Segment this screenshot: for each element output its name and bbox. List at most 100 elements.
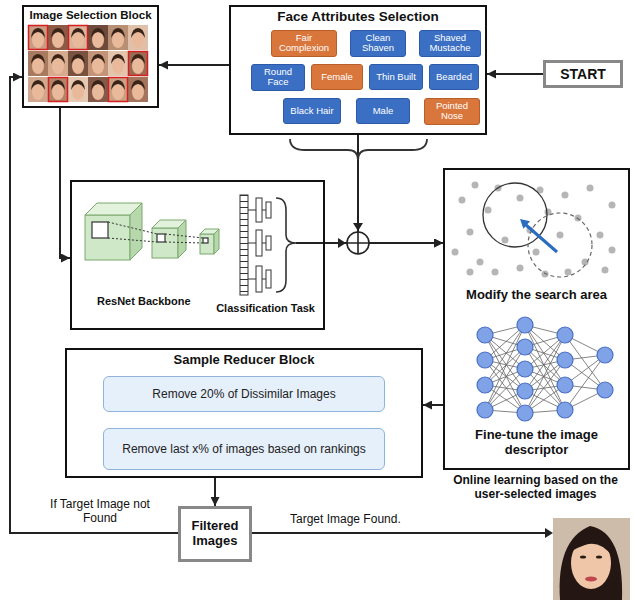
target-face-photo (580, 556, 586, 559)
search-area-plot (452, 182, 616, 278)
resnet-cube (130, 203, 142, 260)
neural-network (597, 347, 613, 363)
face-thumbnail (108, 25, 128, 50)
search-area-plot (526, 225, 557, 252)
face-thumbnail (128, 77, 148, 102)
resnet-cube (85, 203, 219, 260)
search-area-plot (483, 183, 547, 247)
neural-network (477, 352, 493, 368)
search-area-plot (472, 182, 479, 189)
classification-layer (266, 270, 271, 288)
combine-symbol (353, 223, 363, 231)
resnet-cube (214, 229, 219, 254)
attribute-chip: Fair Complexion (271, 30, 337, 57)
node-text: Remove 20% of Dissimilar Images (152, 387, 335, 401)
neural-network (477, 327, 493, 343)
search-area-plot (609, 202, 616, 209)
search-area-plot (528, 213, 592, 277)
search-area-plot (477, 259, 484, 266)
part-label: ResNet Backbone (97, 295, 191, 307)
attribute-chip: Pointed Nose (424, 98, 480, 125)
block-heading: Online learning based on the user-select… (439, 474, 632, 502)
kernel-projection (108, 222, 203, 243)
neural-network (485, 325, 605, 413)
attribute-bracket (290, 139, 427, 160)
node-text: Pointed Nose (428, 101, 476, 122)
attribute-chip: Male (356, 98, 410, 124)
face-thumbnail (128, 51, 148, 76)
target-face-photo (570, 532, 612, 556)
node-text: Bearded (436, 72, 472, 82)
combine-symbol (347, 232, 369, 254)
attribute-bracket (290, 139, 427, 160)
node-text: START (560, 66, 606, 82)
flow-arrow (60, 108, 70, 258)
search-area-plot (517, 265, 524, 272)
search-area-plot (485, 207, 492, 214)
face-thumbnail (88, 51, 108, 76)
step-caption: Fine-tune the image descriptor (451, 428, 622, 458)
reducer-step: Remove last x% of images based on rankin… (103, 428, 385, 470)
combine-symbol (347, 232, 369, 254)
classification-layer (256, 230, 262, 256)
step-caption: Modify the search area (451, 288, 622, 303)
target-face-photo (596, 556, 602, 559)
neural-network (597, 382, 613, 398)
neural-network (557, 402, 573, 418)
classification-layer (240, 195, 248, 295)
search-area-plot (502, 237, 509, 244)
selection-highlight (109, 78, 128, 102)
target-face-photo (560, 526, 623, 600)
selection-highlight (129, 52, 148, 76)
combine-symbol (338, 238, 346, 248)
search-area-plot (562, 192, 569, 199)
classification-layer (240, 195, 271, 295)
kernel-window (92, 222, 108, 238)
block-heading: Image Selection Block (29, 7, 151, 21)
arrow-label: Target Image Found. (290, 512, 401, 526)
classification-layer (266, 236, 271, 250)
face-thumbnail (48, 77, 68, 102)
search-area-plot (517, 195, 524, 202)
resnet-cube (178, 220, 186, 258)
attribute-chip: Female (311, 64, 363, 90)
node-text: Female (321, 72, 353, 82)
kernel-window (203, 238, 208, 243)
flow-arrow (358, 135, 443, 243)
reducer-step: Remove 20% of Dissimilar Images (103, 376, 385, 412)
face-thumbnail (108, 51, 128, 76)
start-box: START (543, 60, 623, 88)
resnet-cube (200, 234, 214, 254)
attributes-panel: Face Attributes SelectionFair Complexion… (229, 5, 487, 135)
selection-highlight (29, 26, 148, 102)
face-thumbnail (28, 25, 148, 102)
classification-layer (248, 210, 266, 279)
search-area-plot (597, 232, 604, 239)
node-text: Remove last x% of images based on rankin… (122, 442, 365, 456)
face-thumbnail (108, 77, 128, 102)
online-learning-block: Modify the search areaFine-tune the imag… (443, 168, 630, 470)
sample-reducer-block: Sample Reducer BlockRemove 20% of Dissim… (65, 348, 423, 478)
attribute-chip: Clean Shaven (350, 30, 406, 57)
classification-layer (256, 198, 262, 222)
flow-arrow (159, 64, 229, 66)
neural-network (517, 383, 533, 399)
search-area-plot (587, 185, 594, 192)
search-area-plot (557, 232, 564, 239)
search-area-plot (467, 229, 474, 236)
neural-network (477, 377, 493, 393)
attribute-chip: Round Face (251, 64, 305, 91)
classification-layer (240, 195, 248, 295)
node-text: Shaved Mustache (423, 33, 477, 54)
neural-network (517, 317, 533, 333)
neural-network (557, 352, 573, 368)
flow-arrow (487, 73, 543, 75)
filtered-images-box: Filtered Images (178, 506, 252, 562)
image-selection-block: Image Selection Block (22, 5, 159, 108)
neural-network (557, 327, 573, 343)
output-bracket (296, 242, 324, 244)
search-area-plot (492, 269, 499, 276)
search-area-plot (533, 249, 540, 256)
kernel-window (92, 222, 208, 243)
attribute-chip: Bearded (429, 64, 479, 90)
